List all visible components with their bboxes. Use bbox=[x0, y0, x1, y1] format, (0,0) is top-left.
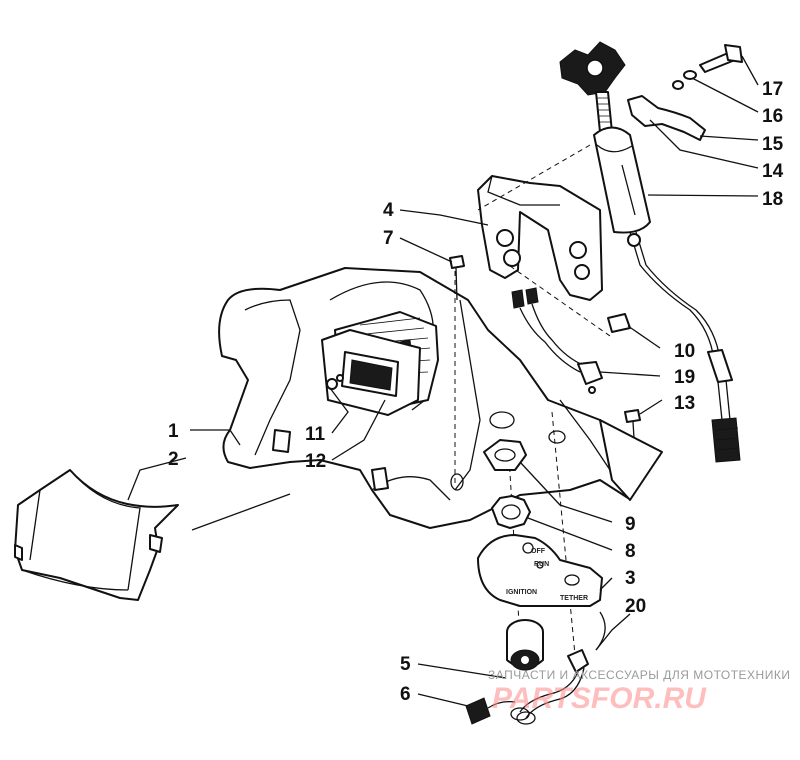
callout-10: 10 bbox=[674, 341, 695, 362]
plate-label-ignition: IGNITION bbox=[506, 589, 537, 596]
callout-5: 5 bbox=[400, 654, 411, 675]
plate-label-off: OFF bbox=[531, 548, 546, 555]
callout-2: 2 bbox=[168, 449, 179, 470]
watermark-logo: PARTSFOR.RU bbox=[492, 682, 707, 715]
plate-label-tether: TETHER bbox=[560, 595, 588, 602]
callout-9: 9 bbox=[625, 514, 636, 535]
lower-cover bbox=[14, 469, 179, 601]
callout-labels: 17 16 15 14 18 4 7 10 19 13 1 2 11 12 9 … bbox=[168, 79, 784, 705]
callout-3: 3 bbox=[625, 568, 636, 589]
callout-16: 16 bbox=[762, 106, 783, 127]
steering-shaft-assembly bbox=[559, 41, 743, 463]
callout-19: 19 bbox=[674, 367, 695, 388]
callout-14: 14 bbox=[762, 161, 784, 182]
screw-13 bbox=[624, 409, 641, 439]
callout-6: 6 bbox=[400, 684, 411, 705]
lock-washer-8 bbox=[491, 495, 531, 529]
screw-10 bbox=[607, 313, 631, 333]
plate-label-run: RUN bbox=[534, 561, 549, 568]
callout-1: 1 bbox=[168, 421, 179, 442]
connector-6 bbox=[465, 697, 516, 725]
callout-15: 15 bbox=[762, 134, 784, 155]
ignition-switch bbox=[506, 619, 544, 671]
callout-11: 11 bbox=[305, 424, 326, 445]
callout-20: 20 bbox=[625, 596, 646, 617]
screw-7 bbox=[449, 255, 465, 301]
callout-18: 18 bbox=[762, 189, 783, 210]
watermark-tagline: ЗАПЧАСТИ И АКСЕССУАРЫ ДЛЯ МОТОТЕХНИКИ bbox=[488, 668, 790, 682]
callout-8: 8 bbox=[625, 541, 636, 562]
leader-lines bbox=[127, 55, 759, 707]
steering-bracket bbox=[477, 175, 603, 301]
wire-harness-19 bbox=[511, 287, 603, 394]
callout-17: 17 bbox=[762, 79, 783, 100]
watermark: ЗАПЧАСТИ И АКСЕССУАРЫ ДЛЯ МОТОТЕХНИКИ PA… bbox=[488, 668, 790, 715]
callout-12: 12 bbox=[305, 451, 326, 472]
callout-4: 4 bbox=[383, 200, 394, 221]
gauge-frame bbox=[321, 329, 421, 416]
callout-13: 13 bbox=[674, 393, 695, 414]
nut-9 bbox=[483, 439, 527, 471]
decal-plate: OFF RUN IGNITION TETHER bbox=[477, 534, 603, 607]
callout-7: 7 bbox=[383, 228, 394, 249]
console-panel bbox=[218, 267, 663, 529]
